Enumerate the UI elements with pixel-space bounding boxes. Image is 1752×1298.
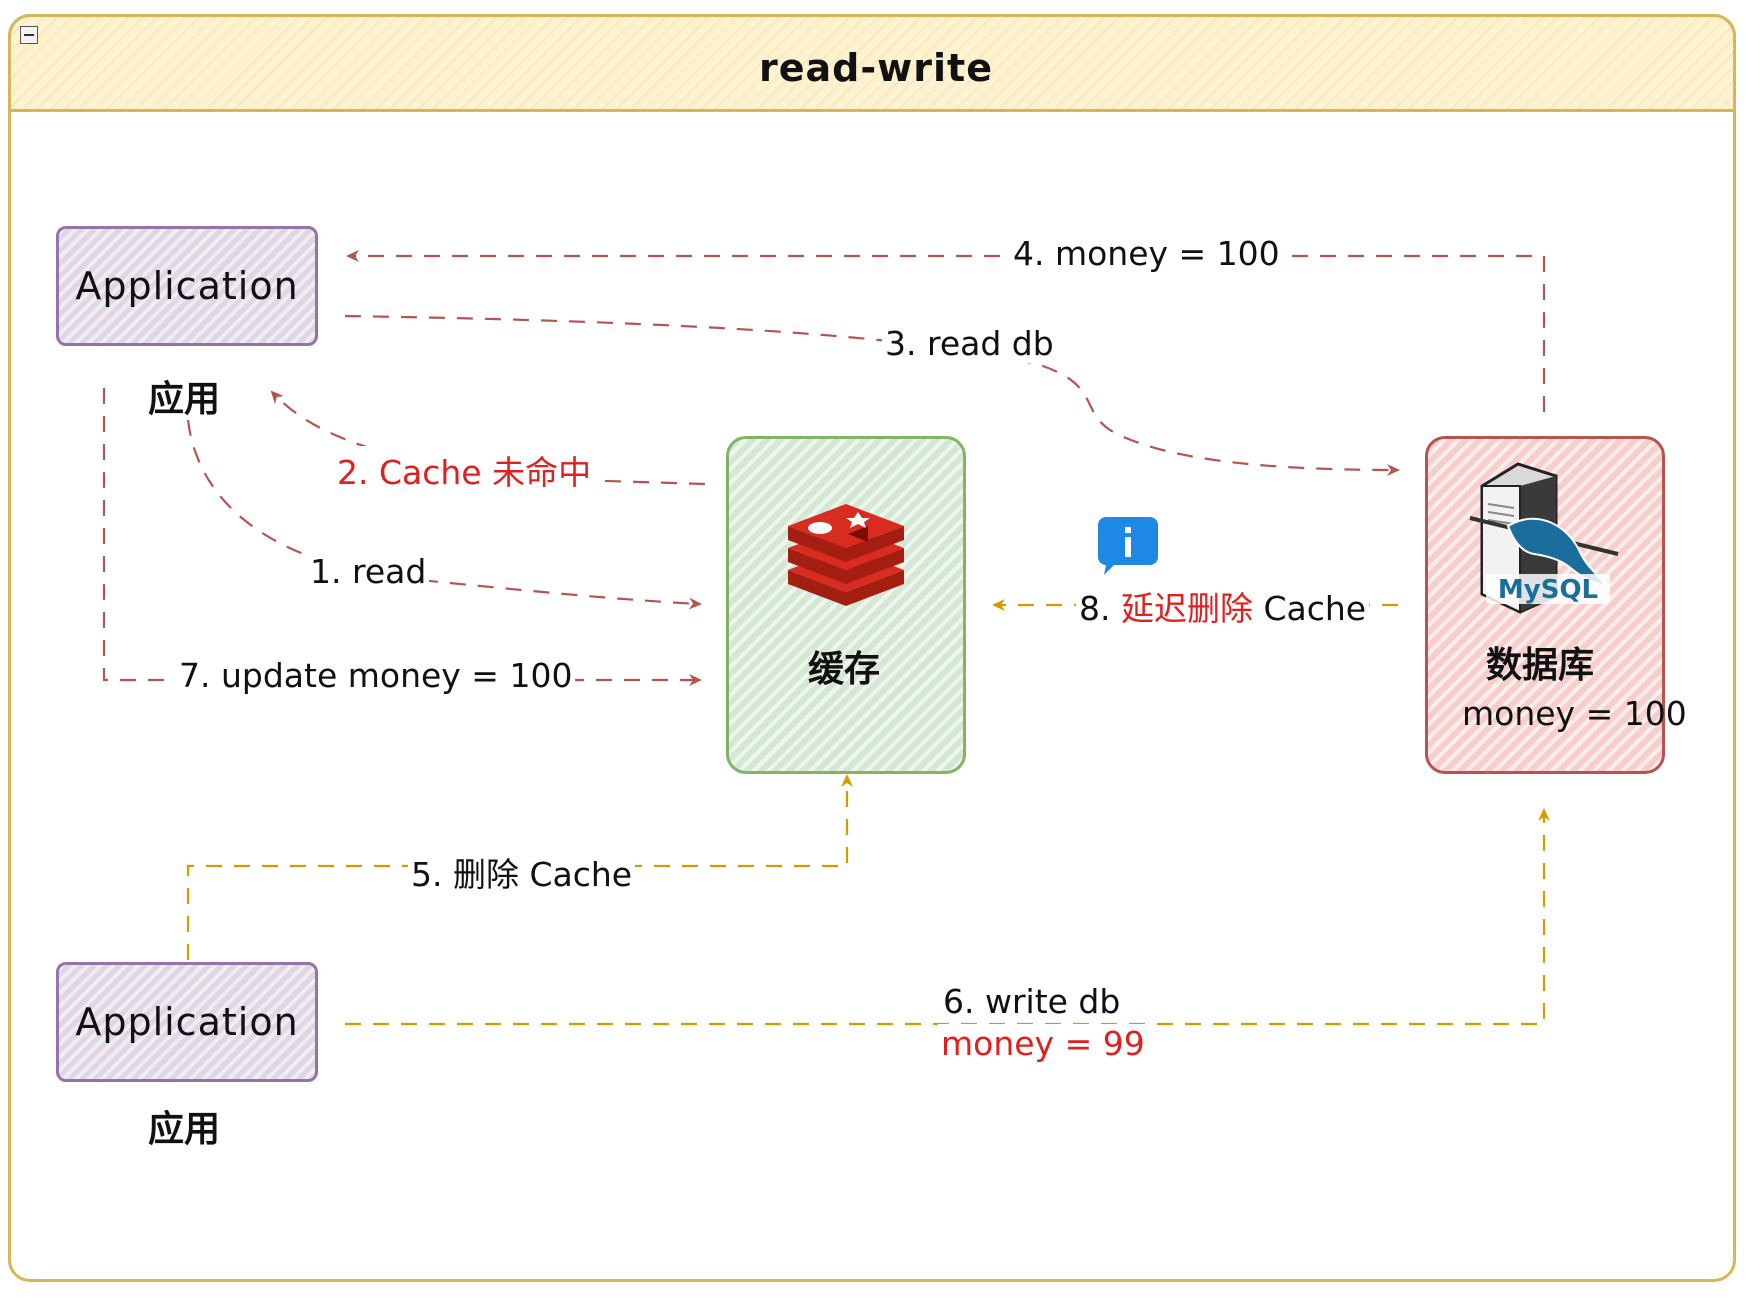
edge-label-1: 1. read — [307, 552, 430, 591]
edge-7-update — [102, 388, 702, 686]
application-caption-bottom: 应用 — [148, 1109, 221, 1150]
edge-label-6-line2: money = 99 — [938, 1024, 1148, 1063]
edge-label-6-line1: 6. write db — [940, 982, 1124, 1021]
edge-label-8-highlight: 延迟删除 — [1120, 589, 1253, 628]
edge-label-7: 7. update money = 100 — [176, 656, 576, 695]
edge-label-8-number: 8. — [1079, 589, 1121, 628]
edge-6-write-db — [345, 808, 1550, 1026]
mysql-logo-text: MySQL — [1498, 575, 1598, 605]
info-icon[interactable] — [1098, 517, 1158, 575]
database-label: 数据库 — [1486, 645, 1595, 686]
edge-1-read — [186, 419, 702, 610]
edge-label-3: 3. read db — [882, 324, 1057, 363]
redis-icon — [788, 504, 904, 606]
edge-4-money-return — [346, 250, 1546, 412]
mysql-server-icon: MySQL — [1469, 462, 1619, 614]
database-value: money = 100 — [1462, 694, 1687, 733]
application-label: Application — [75, 264, 299, 308]
edge-label-2: 2. Cache 未命中 — [334, 446, 595, 494]
application-caption-top: 应用 — [148, 379, 221, 420]
application-node-bottom[interactable]: Application — [56, 962, 318, 1082]
application-label: Application — [75, 1000, 299, 1044]
edge-label-8: 8. 延迟删除 Cache — [1076, 582, 1370, 630]
container-header — [8, 14, 1736, 112]
application-node-top[interactable]: Application — [56, 226, 318, 346]
cache-label: 缓存 — [808, 649, 881, 690]
frame-title: read-write — [759, 46, 993, 90]
edge-label-4: 4. money = 100 — [1010, 234, 1283, 273]
edge-label-8-tail: Cache — [1252, 589, 1367, 628]
edge-label-5: 5. 删除 Cache — [408, 848, 636, 896]
collapse-button[interactable] — [20, 26, 38, 44]
